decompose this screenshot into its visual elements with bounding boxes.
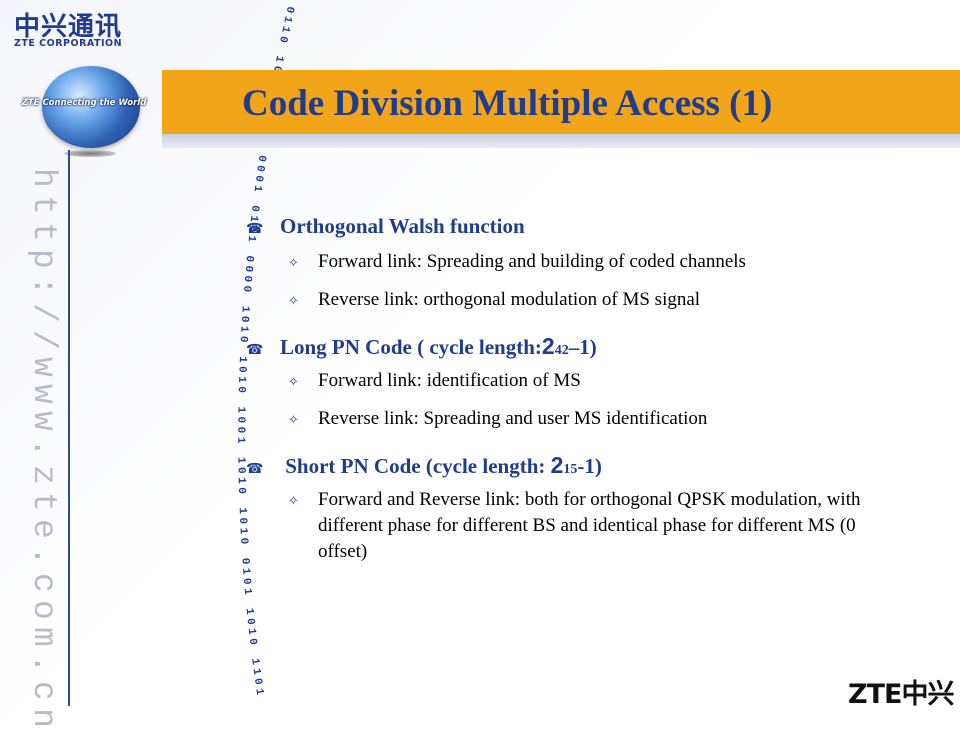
list-item: ✧ Reverse link: Spreading and user MS id…: [246, 406, 946, 434]
section-heading-prefix: Long PN Code ( cycle length:: [280, 335, 542, 359]
section-heading-prefix: Short PN Code (cycle length:: [280, 454, 551, 478]
zte-footer-logo: ZTE中兴: [848, 679, 954, 710]
slide-title: Code Division Multiple Access (1): [242, 83, 773, 124]
power-exponent: 42: [554, 343, 569, 358]
power-base: 2: [541, 333, 555, 359]
zte-logo-chinese: 中兴通讯: [14, 12, 123, 42]
zte-logo-english: ZTE CORPORATION: [14, 38, 123, 49]
section-heading-text: Orthogonal Walsh function: [280, 214, 525, 238]
vertical-divider: [68, 150, 70, 706]
diamond-bullet-icon: ✧: [288, 494, 299, 509]
list-item-text: Reverse link: orthogonal modulation of M…: [318, 289, 701, 310]
diamond-bullet-icon: ✧: [288, 256, 299, 271]
title-bar: [162, 70, 960, 134]
globe-icon: [42, 66, 140, 148]
list-item-text: Forward link: identification of MS: [318, 370, 581, 391]
telephone-icon: ☎: [246, 342, 264, 358]
list-item: ✧ Forward link: Spreading and building o…: [246, 249, 946, 277]
telephone-icon: ☎: [246, 221, 264, 237]
globe-shadow: [64, 150, 116, 157]
list-item: ✧ Forward and Reverse link: both for ort…: [246, 487, 946, 565]
diamond-bullet-icon: ✧: [288, 294, 299, 309]
power-exponent: 15: [563, 462, 578, 477]
list-item: ✧ Reverse link: orthogonal modulation of…: [246, 287, 946, 315]
diamond-bullet-icon: ✧: [288, 413, 299, 428]
slide-content: ☎ Orthogonal Walsh function ✧ Forward li…: [246, 214, 946, 565]
list-item: ✧ Forward link: identification of MS: [246, 368, 946, 396]
section-heading-walsh: ☎ Orthogonal Walsh function: [246, 214, 946, 239]
telephone-icon: ☎: [246, 461, 264, 477]
list-item-text: Forward link: Spreading and building of …: [318, 251, 746, 272]
list-item-text: Forward and Reverse link: both for ortho…: [318, 489, 861, 562]
section-heading-suffix: -1): [577, 454, 602, 478]
title-bar-underline: [162, 134, 960, 148]
list-item-text: Reverse link: Spreading and user MS iden…: [318, 408, 708, 429]
globe-slogan: ZTE Connecting the World: [21, 98, 147, 108]
section-heading-suffix: –1): [568, 335, 597, 359]
power-base: 2: [550, 452, 564, 478]
diamond-bullet-icon: ✧: [288, 375, 299, 390]
vertical-url: http://www.zte.com.cn: [25, 168, 62, 735]
